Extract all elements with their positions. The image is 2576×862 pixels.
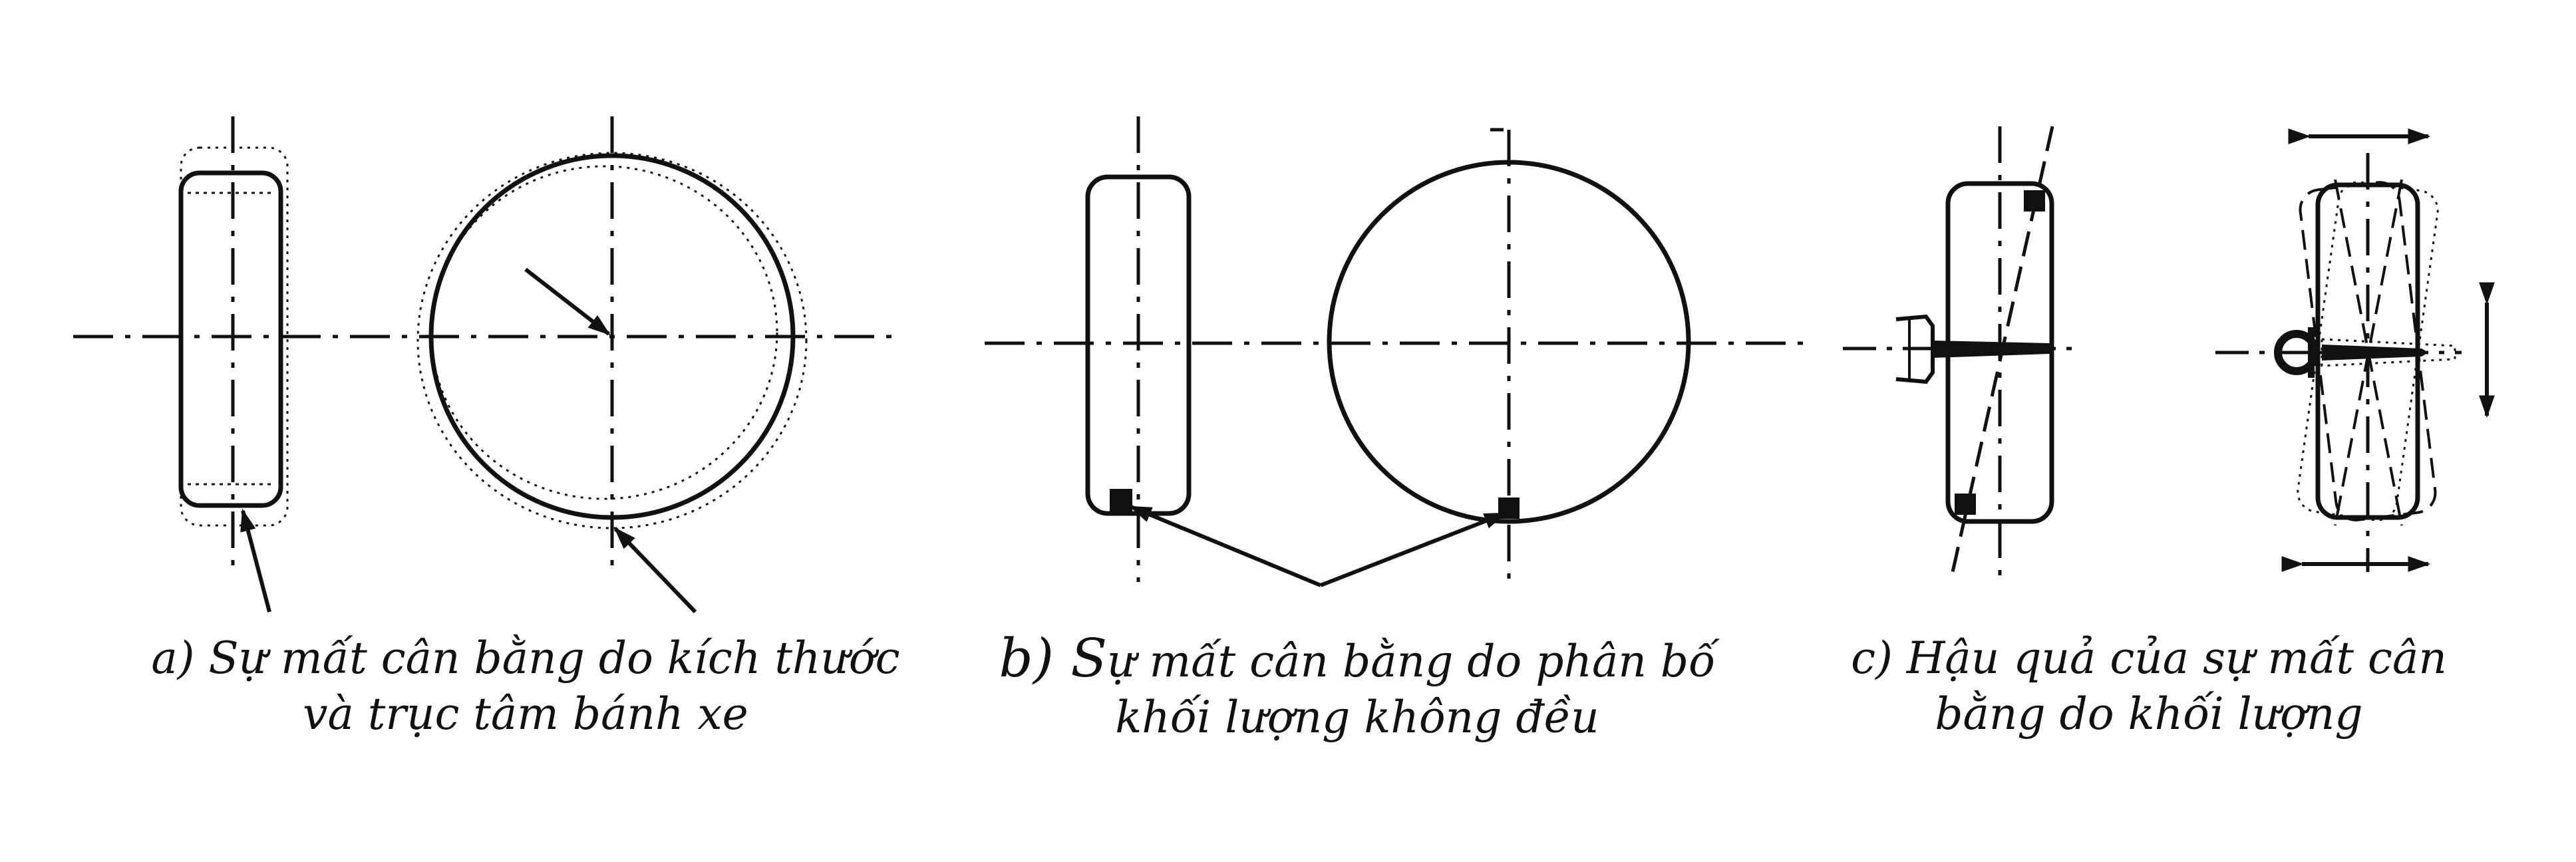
caption-panel-b-line1-rest: ự mất cân bằng do phân bố bbox=[1107, 636, 1716, 687]
panel-c-left-bottom-mass bbox=[1955, 494, 1976, 515]
panel-c bbox=[1843, 126, 2495, 579]
caption-panel-a: a) Sự mất cân bằng do kích thước và trục… bbox=[120, 631, 931, 742]
caption-panel-b: b) Sự mất cân bằng do phân bố khối lượng… bbox=[965, 631, 1750, 746]
caption-panel-b-lead: b) S bbox=[999, 627, 1108, 689]
caption-panel-b-line1: b) Sự mất cân bằng do phân bố bbox=[965, 631, 1750, 690]
panel-c-right-hub bbox=[2274, 330, 2319, 375]
panel-c-left-top-mass bbox=[2024, 190, 2045, 212]
caption-panel-a-line2: và trục tâm bánh xe bbox=[303, 688, 748, 740]
panel-a-center-arrow bbox=[524, 267, 611, 336]
caption-panel-a-line1: a) Sự mất cân bằng do kích thước bbox=[151, 633, 900, 684]
panel-c-right-axle bbox=[2322, 345, 2428, 360]
panel-a-side-wheel bbox=[178, 170, 283, 508]
panel-a bbox=[73, 116, 891, 614]
panel-b-side-mass bbox=[1110, 489, 1132, 511]
caption-panel-c-line1: c) Hậu quả của sự mất cân bbox=[1851, 633, 2447, 684]
panel-c-right-axle-ghost bbox=[2321, 338, 2456, 367]
caption-panel-c-line2: bằng do khối lượng bbox=[1935, 688, 2363, 740]
caption-panel-b-line2: khối lượng không đều bbox=[1115, 692, 1599, 743]
panel-a-front-wheel-inner-outline bbox=[430, 165, 778, 500]
panel-a-rim-arrow bbox=[613, 527, 697, 614]
panel-b-arrow-to-front-mass bbox=[1319, 511, 1508, 587]
panel-a-side-arrow bbox=[240, 508, 271, 613]
panel-b-arrow-to-side-mass bbox=[1128, 505, 1322, 587]
panel-a-front-wheel-offset-outline bbox=[416, 152, 808, 529]
panel-c-left-axle bbox=[1933, 341, 2056, 358]
panel-c-left-hub-bracket bbox=[1895, 314, 1935, 384]
panel-b bbox=[985, 116, 1810, 587]
caption-panel-c: c) Hậu quả của sự mất cân bằng do khối l… bbox=[1823, 631, 2475, 742]
